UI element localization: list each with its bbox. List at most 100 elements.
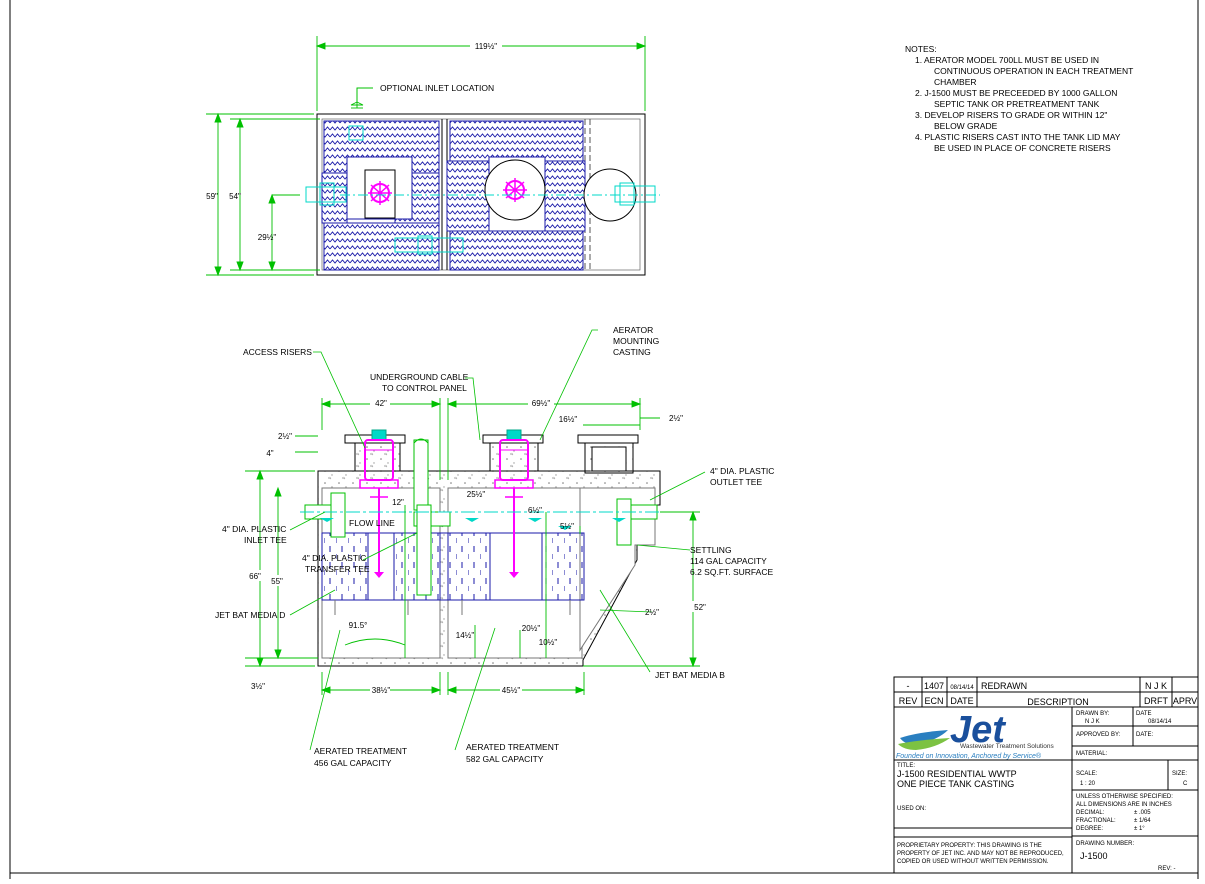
plan-dimensions bbox=[206, 36, 647, 277]
dim-14: 14½" bbox=[456, 631, 475, 640]
drawing-number: J-1500 bbox=[1080, 851, 1108, 861]
media-block bbox=[321, 172, 348, 224]
media-d bbox=[321, 532, 369, 601]
label-outlet: 4" DIA. PLASTIC bbox=[710, 466, 774, 476]
date-label: DATE bbox=[1136, 711, 1152, 717]
label-transfer: 4" DIA. PLASTIC bbox=[302, 553, 366, 563]
label-aerated-1: 456 GAL CAPACITY bbox=[314, 758, 392, 768]
media-block bbox=[449, 230, 584, 271]
dim-38: 38½" bbox=[372, 686, 391, 695]
title-line: J-1500 RESIDENTIAL WWTP bbox=[897, 769, 1017, 779]
tolerance-label: DEGREE: bbox=[1076, 826, 1103, 832]
dim-25: 25½" bbox=[467, 490, 486, 499]
logo-brand: Jet bbox=[950, 709, 1006, 751]
aerator-icon bbox=[368, 181, 392, 205]
note-line: 2. J-1500 MUST BE PRECEEDED BY 1000 GALL… bbox=[915, 88, 1117, 98]
label-mount: AERATOR bbox=[613, 325, 653, 335]
media-legs bbox=[334, 600, 571, 615]
note-line: CONTINUOUS OPERATION IN EACH TREATMENT bbox=[934, 66, 1133, 76]
note-line: SEPTIC TANK OR PRETREATMENT TANK bbox=[934, 99, 1100, 109]
label-optional-inlet: OPTIONAL INLET LOCATION bbox=[380, 83, 494, 93]
dim-69: 69½" bbox=[532, 399, 551, 408]
label-cable: UNDERGROUND CABLE bbox=[370, 372, 469, 382]
media-block bbox=[446, 160, 490, 232]
drawn-by-label: DRAWN BY: bbox=[1076, 711, 1110, 717]
note-line: BELOW GRADE bbox=[934, 121, 998, 131]
media-b bbox=[541, 532, 585, 601]
date-value-tb: 08/14/14 bbox=[1148, 719, 1172, 725]
aerator-right bbox=[494, 429, 534, 578]
rev-label: REV: - bbox=[1158, 866, 1175, 872]
note-line: CHAMBER bbox=[934, 77, 977, 87]
approved-label: APPROVED BY: bbox=[1076, 732, 1121, 738]
drawing-number-label: DRAWING NUMBER: bbox=[1076, 841, 1134, 847]
tolerance-line: UNLESS OTHERWISE SPECIFIED: bbox=[1076, 794, 1173, 800]
used-on-label: USED ON: bbox=[897, 806, 926, 812]
title-line: ONE PIECE TANK CASTING bbox=[897, 779, 1014, 789]
notes-heading: NOTES: bbox=[905, 44, 937, 54]
pipe-tees bbox=[304, 492, 658, 596]
proprietary-line: PROPERTY OF JET INC. AND MAY NOT BE REPR… bbox=[897, 851, 1064, 857]
header-ecn: ECN bbox=[924, 696, 943, 706]
dim-6: 6½" bbox=[528, 506, 542, 515]
logo-sub: Wastewater Treatment Solutions bbox=[960, 743, 1054, 750]
proprietary-line: PROPRIETARY PROPERTY: THIS DRAWING IS TH… bbox=[897, 843, 1042, 849]
label-media-b: JET BAT MEDIA B bbox=[655, 670, 725, 680]
jet-logo-icon: Jet Wastewater Treatment Solutions Found… bbox=[896, 709, 1054, 760]
size-label: SIZE: bbox=[1172, 771, 1187, 777]
dim-10: 10½" bbox=[539, 638, 558, 647]
tolerance-line: ALL DIMENSIONS ARE IN INCHES bbox=[1076, 802, 1172, 808]
proprietary-line: COPIED OR USED WITHOUT WRITTEN PERMISSIO… bbox=[897, 859, 1049, 865]
media-block bbox=[544, 160, 586, 232]
label-cable: TO CONTROL PANEL bbox=[382, 383, 467, 393]
header-date: DATE bbox=[950, 696, 973, 706]
size-value: C bbox=[1183, 781, 1188, 787]
title-block-text: - 1407 08/14/14 REDRAWN N J K REV ECN DA… bbox=[896, 681, 1197, 872]
dim-45: 45½" bbox=[502, 686, 521, 695]
label-aerated-2: 582 GAL CAPACITY bbox=[466, 754, 544, 764]
title-block bbox=[893, 676, 1199, 874]
tolerance-value: ± 1/64 bbox=[1134, 818, 1151, 824]
dim-66: 66" bbox=[249, 572, 261, 581]
aerator-icon bbox=[503, 178, 527, 202]
header-rev: REV bbox=[899, 696, 918, 706]
dim-12: 12" bbox=[392, 498, 404, 507]
dim-55: 55" bbox=[271, 577, 283, 586]
drft-value: N J K bbox=[1145, 681, 1167, 691]
logo-tagline: Founded on Innovation, Anchored by Servi… bbox=[896, 752, 1042, 760]
dim-54: 54" bbox=[229, 192, 241, 201]
drawn-by-value: N J K bbox=[1085, 719, 1100, 725]
note-line: 1. AERATOR MODEL 700LL MUST BE USED IN bbox=[915, 55, 1099, 65]
label-inlet: INLET TEE bbox=[244, 535, 287, 545]
material-label: MATERIAL: bbox=[1076, 751, 1108, 757]
label-aerated-2: AERATED TREATMENT bbox=[466, 742, 559, 752]
dim-42: 42" bbox=[375, 399, 387, 408]
title-label: TITLE: bbox=[897, 763, 915, 769]
vent-pipe bbox=[413, 439, 429, 511]
media-block bbox=[323, 222, 440, 271]
dim-2-slope: 2½" bbox=[645, 608, 659, 617]
tolerance-value: ± 1° bbox=[1134, 826, 1145, 832]
dim-2-right: 2½" bbox=[669, 414, 683, 423]
tolerance-label: DECIMAL: bbox=[1076, 810, 1105, 816]
header-aprv: APRV bbox=[1173, 696, 1197, 706]
dim-width: 119½" bbox=[475, 42, 497, 51]
tolerance-label: FRACTIONAL: bbox=[1076, 818, 1116, 824]
header-desc: DESCRIPTION bbox=[1027, 697, 1089, 707]
pipe-network bbox=[305, 125, 660, 255]
rev-value: - bbox=[907, 681, 910, 691]
desc-value: REDRAWN bbox=[981, 681, 1027, 691]
dim-16: 16½" bbox=[559, 415, 578, 424]
label-access-risers: ACCESS RISERS bbox=[243, 347, 312, 357]
label-settling: SETTLING bbox=[690, 545, 732, 555]
section-view: ACCESS RISERS UNDERGROUND CABLE TO CONTR… bbox=[215, 325, 774, 768]
dim-20: 20½" bbox=[522, 624, 541, 633]
label-flow-line: FLOW LINE bbox=[349, 518, 395, 528]
media-b bbox=[447, 532, 491, 601]
media-block bbox=[449, 120, 584, 162]
dim-52: 52" bbox=[694, 603, 706, 612]
date-value: 08/14/14 bbox=[950, 685, 974, 691]
label-aerated-1: AERATED TREATMENT bbox=[314, 746, 407, 756]
